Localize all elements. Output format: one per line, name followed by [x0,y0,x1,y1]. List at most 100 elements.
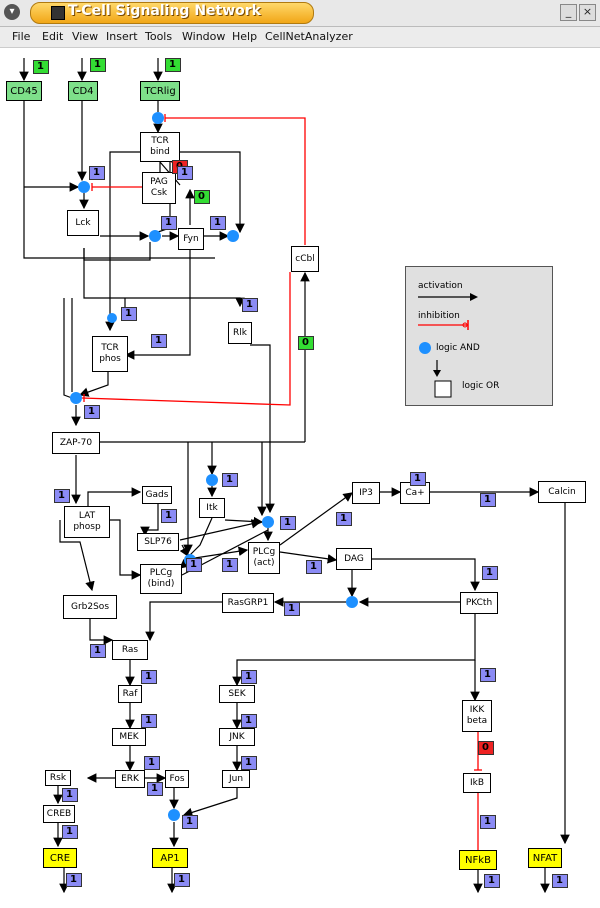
value-badge[interactable]: 1 [242,298,258,312]
value-badge[interactable]: 1 [177,166,193,180]
value-badge[interactable]: 1 [90,58,106,72]
value-badge[interactable]: 1 [306,560,322,574]
node-label: DAG [344,553,364,564]
node-raf[interactable]: Raf [118,685,142,703]
value-badge[interactable]: 1 [241,670,257,684]
close-button[interactable]: × [579,4,596,21]
node-rasgrp1[interactable]: RasGRP1 [222,593,274,613]
node-rsk[interactable]: Rsk [45,770,71,786]
node-calcin[interactable]: Calcin [538,481,586,503]
value-badge[interactable]: 1 [147,782,163,796]
value-badge[interactable]: 1 [484,874,500,888]
node-cd4[interactable]: CD4 [68,81,98,101]
node-ccbl[interactable]: cCbl [291,246,319,272]
node-creb[interactable]: CREB [43,805,75,823]
menu-cellnetanalyzer[interactable]: CellNetAnalyzer [265,30,353,43]
value-badge[interactable]: 1 [410,472,426,486]
value-badge[interactable]: 1 [62,788,78,802]
value-badge[interactable]: 1 [480,493,496,507]
node-plcg-act[interactable]: PLCg(act) [248,542,280,574]
node-pkcth[interactable]: PKCth [460,592,498,614]
node-erk[interactable]: ERK [115,770,145,788]
node-ap1[interactable]: AP1 [152,848,188,868]
window-menu-icon[interactable]: ▾ [4,4,20,20]
node-jun[interactable]: Jun [222,770,250,788]
node-dag[interactable]: DAG [336,548,372,570]
value-badge[interactable]: 1 [174,873,190,887]
value-badge[interactable]: 1 [141,714,157,728]
value-badge[interactable]: 1 [182,815,198,829]
node-rlk[interactable]: Rlk [228,322,252,344]
minimize-button[interactable]: _ [560,4,577,21]
value-badge[interactable]: 1 [284,602,300,616]
value-badge[interactable]: 1 [482,566,498,580]
value-badge[interactable]: 1 [186,558,202,572]
node-itk[interactable]: Itk [199,498,225,518]
value-badge[interactable]: 1 [480,815,496,829]
menu-insert[interactable]: Insert [106,30,138,43]
value-badge[interactable]: 1 [89,166,105,180]
value-badge[interactable]: 0 [478,741,494,755]
value-badge[interactable]: 1 [222,558,238,572]
node-fyn[interactable]: Fyn [178,228,204,250]
value-badge[interactable]: 1 [90,644,106,658]
node-label: IkB [469,777,485,788]
value-badge[interactable]: 1 [161,509,177,523]
value-badge[interactable]: 0 [298,336,314,350]
node-lck[interactable]: Lck [67,210,99,236]
menu-window[interactable]: Window [182,30,226,43]
menu-view[interactable]: View [72,30,99,43]
value-badge[interactable]: 1 [241,756,257,770]
value-badge[interactable]: 1 [552,874,568,888]
value-badge[interactable]: 1 [54,489,70,503]
node-plcg-bind[interactable]: PLCg(bind) [140,564,182,594]
value-badge[interactable]: 1 [210,216,226,230]
node-label: TCR [101,343,119,353]
value-badge[interactable]: 1 [336,512,352,526]
value-badge[interactable]: 1 [62,825,78,839]
value-badge[interactable]: 1 [141,670,157,684]
node-label: SEK [228,688,246,699]
node-cre[interactable]: CRE [43,848,77,868]
node-jnk[interactable]: JNK [219,728,255,746]
node-ip3[interactable]: IP3 [352,482,380,504]
menu-help[interactable]: Help [232,30,258,43]
value-badge[interactable]: 1 [151,334,167,348]
value-badge[interactable]: 1 [222,473,238,487]
value-badge[interactable]: 1 [165,58,181,72]
value-badge[interactable]: 1 [161,216,177,230]
node-cd45[interactable]: CD45 [6,81,42,101]
menu-file[interactable]: File [12,30,31,43]
value-badge[interactable]: 1 [84,405,100,419]
value-badge[interactable]: 1 [33,60,49,74]
node-sek[interactable]: SEK [219,685,255,703]
node-label: NFAT [532,852,558,864]
value-badge[interactable]: 1 [241,714,257,728]
value-badge[interactable]: 1 [144,756,160,770]
node-ikb[interactable]: IkB [463,773,491,793]
node-gads[interactable]: Gads [142,486,172,504]
node-slp76[interactable]: SLP76 [137,533,179,551]
node-label: RasGRP1 [227,597,269,608]
node-nfkb[interactable]: NFkB [459,850,497,870]
node-ras[interactable]: Ras [112,640,148,660]
menu-tools[interactable]: Tools [145,30,173,43]
value-badge[interactable]: 1 [280,516,296,530]
value-badge[interactable]: 0 [194,190,210,204]
node-nfat[interactable]: NFAT [528,848,562,868]
value-badge[interactable]: 1 [121,307,137,321]
menu-edit[interactable]: Edit [42,30,64,43]
node-zap70[interactable]: ZAP-70 [52,432,100,454]
value-badge[interactable]: 1 [66,873,82,887]
node-tcrlig[interactable]: TCRlig [140,81,180,101]
node-mek[interactable]: MEK [112,728,146,746]
node-fos[interactable]: Fos [165,770,189,788]
value-badge[interactable]: 1 [480,668,496,682]
node-grb2sos[interactable]: Grb2Sos [63,595,117,619]
